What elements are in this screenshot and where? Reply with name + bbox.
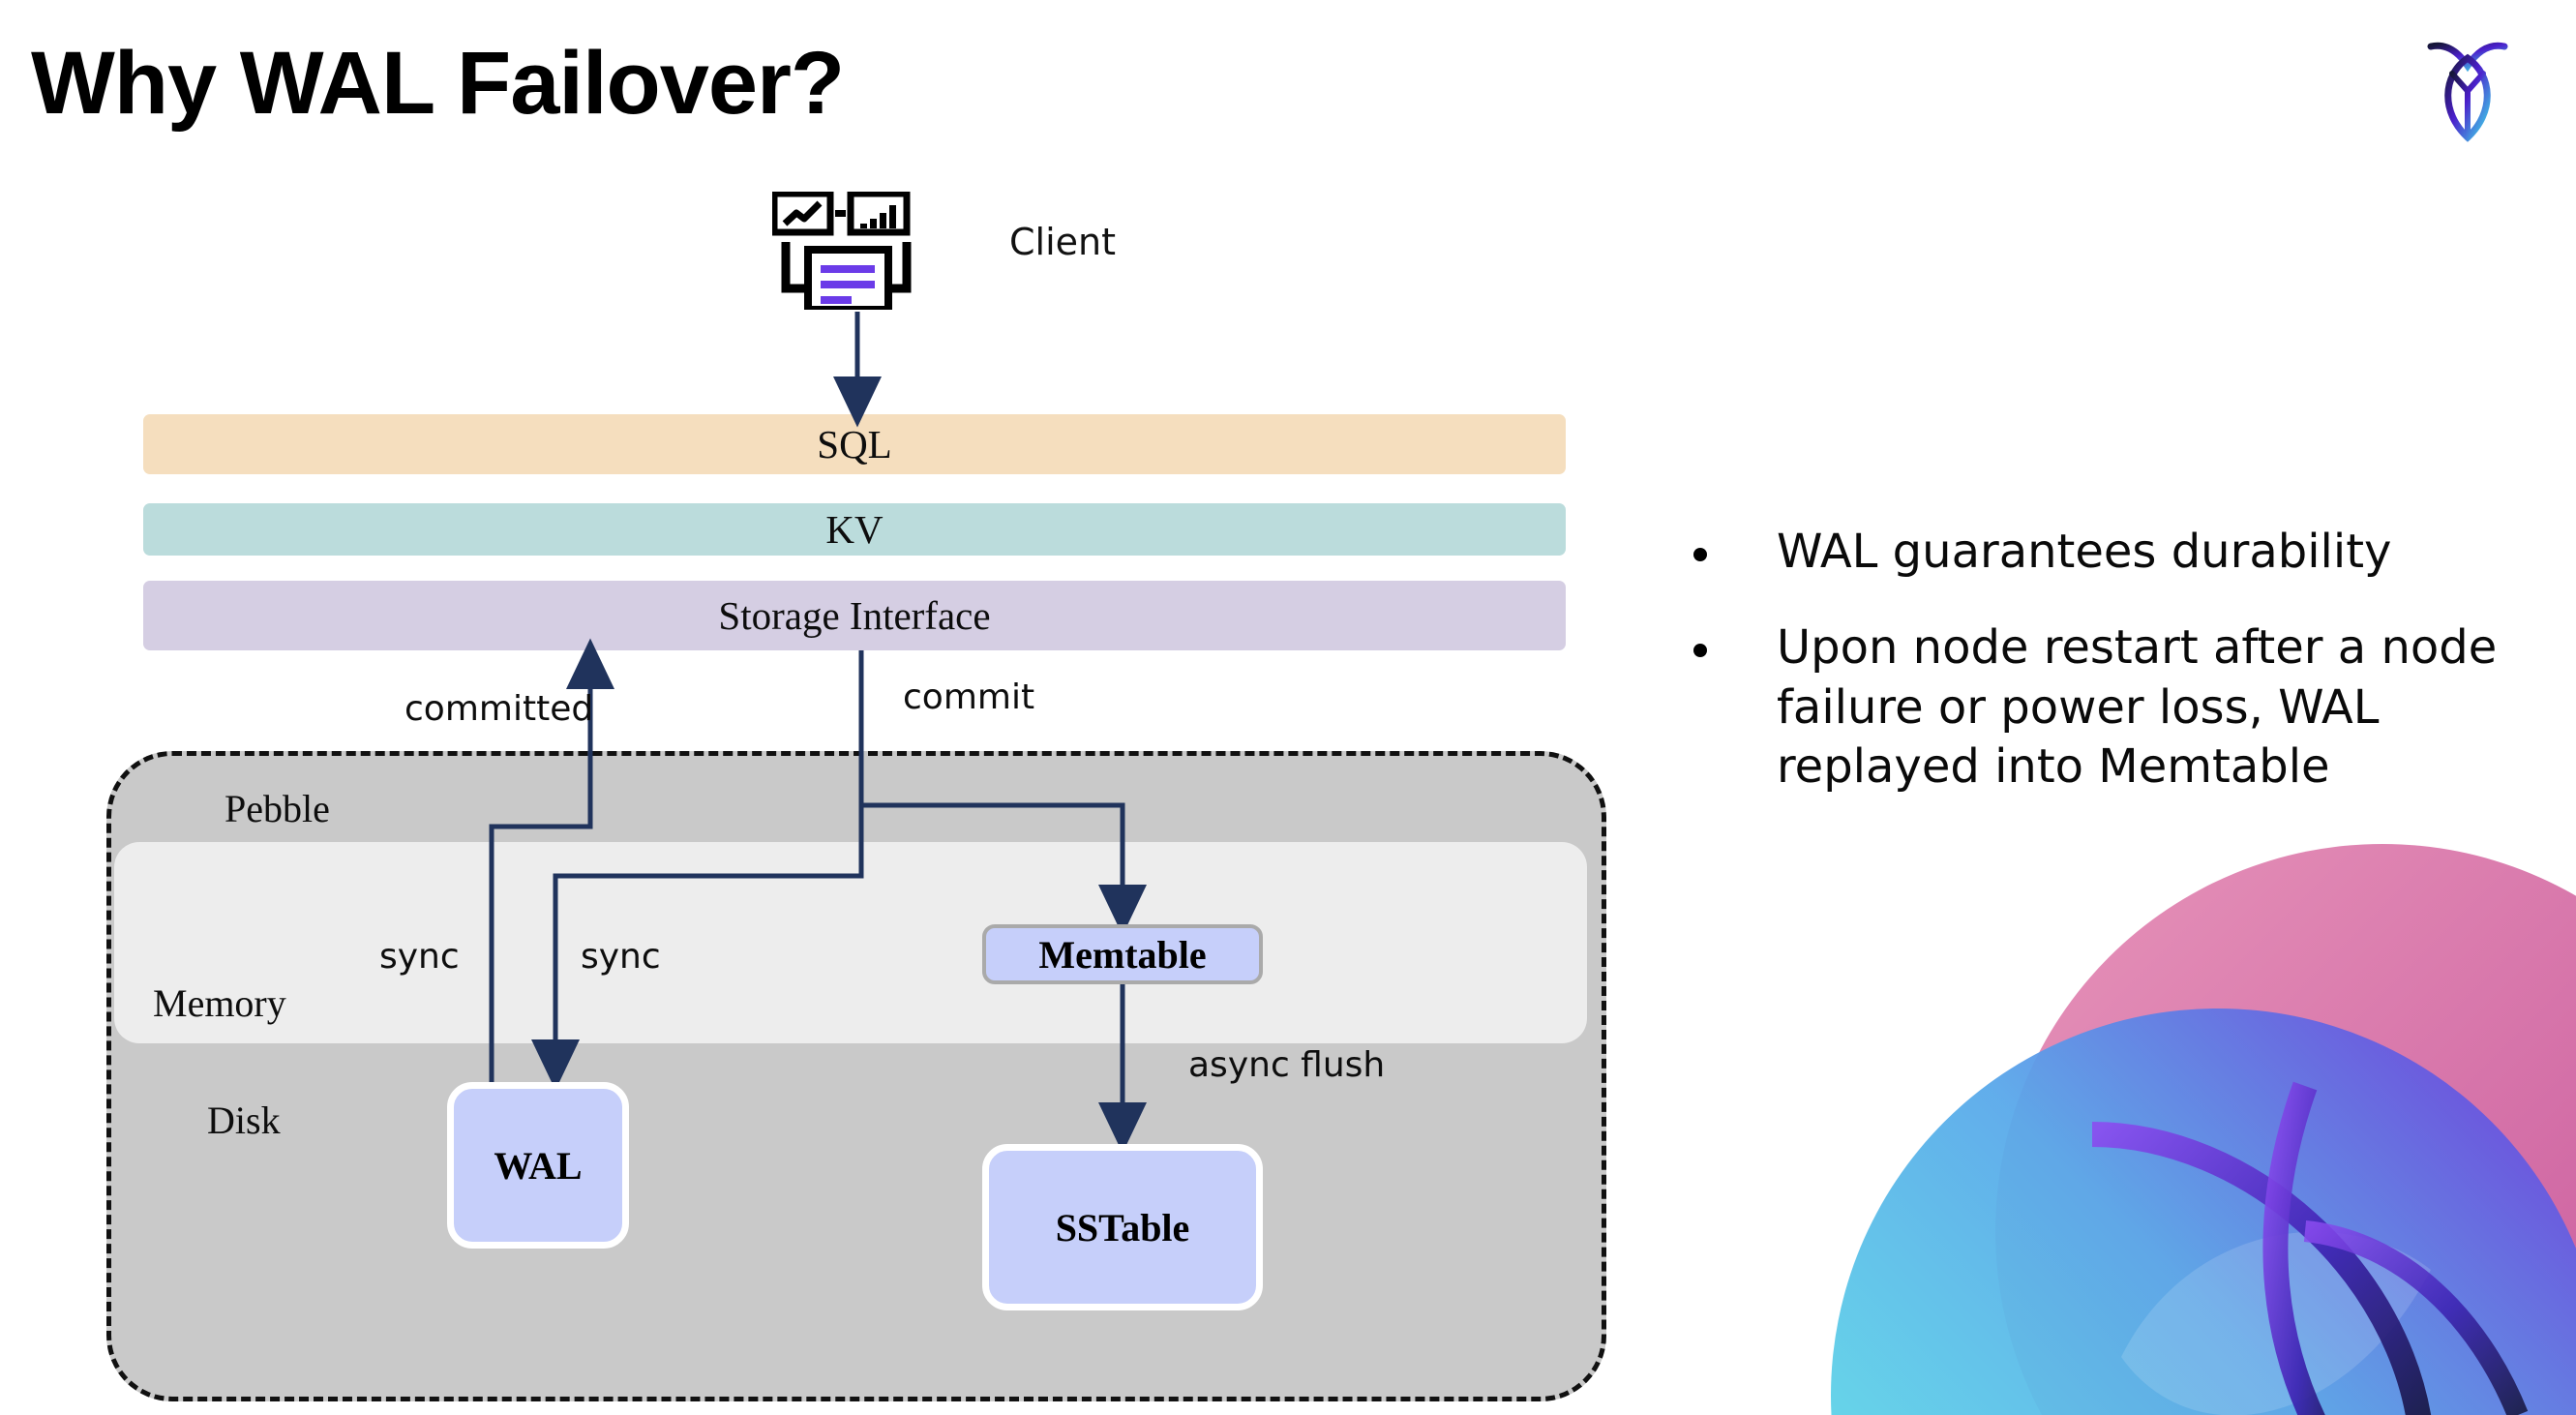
disk-label: Disk [207,1099,281,1142]
flow-label-committed: committed [404,689,594,729]
entity-sstable: SSTable [982,1144,1263,1310]
stack-bar-kv-label: KV [825,507,884,552]
stack-bar-storage-interface: Storage Interface [143,581,1566,650]
stack-bar-storage-label: Storage Interface [718,593,991,638]
flow-label-commit: commit [903,677,1035,717]
entity-sstable-label: SSTable [1055,1205,1190,1249]
client-label: Client [1009,221,1117,263]
decorative-brand-graphic [1831,844,2576,1415]
client-dashboard-icon [772,192,912,310]
bullet-dot-icon [1693,644,1707,658]
stack-bar-sql-label: SQL [817,422,892,467]
entity-memtable-label: Memtable [1038,932,1207,977]
bullet-dot-icon [1693,548,1707,561]
pebble-label: Pebble [225,787,330,830]
stack-bar-kv: KV [143,503,1566,556]
page-title: Why WAL Failover? [31,34,845,133]
bullet-text: Upon node restart after a node failure o… [1777,620,2498,795]
list-item: WAL guarantees durability [1693,523,2516,582]
entity-memtable: Memtable [982,924,1263,984]
stack-bar-sql: SQL [143,414,1566,474]
flow-label-sync-down: sync [581,937,661,977]
flow-label-sync-up: sync [379,937,460,977]
cockroachdb-logo [2427,42,2508,142]
entity-wal-label: WAL [494,1143,583,1188]
bullet-text: WAL guarantees durability [1777,525,2392,579]
memory-label: Memory [153,981,286,1025]
memory-region [114,842,1587,1043]
entity-wal: WAL [447,1082,629,1249]
list-item: Upon node restart after a node failure o… [1693,618,2516,797]
bullet-list: WAL guarantees durability Upon node rest… [1693,523,2516,834]
flow-label-async-flush: async flush [1188,1045,1386,1085]
